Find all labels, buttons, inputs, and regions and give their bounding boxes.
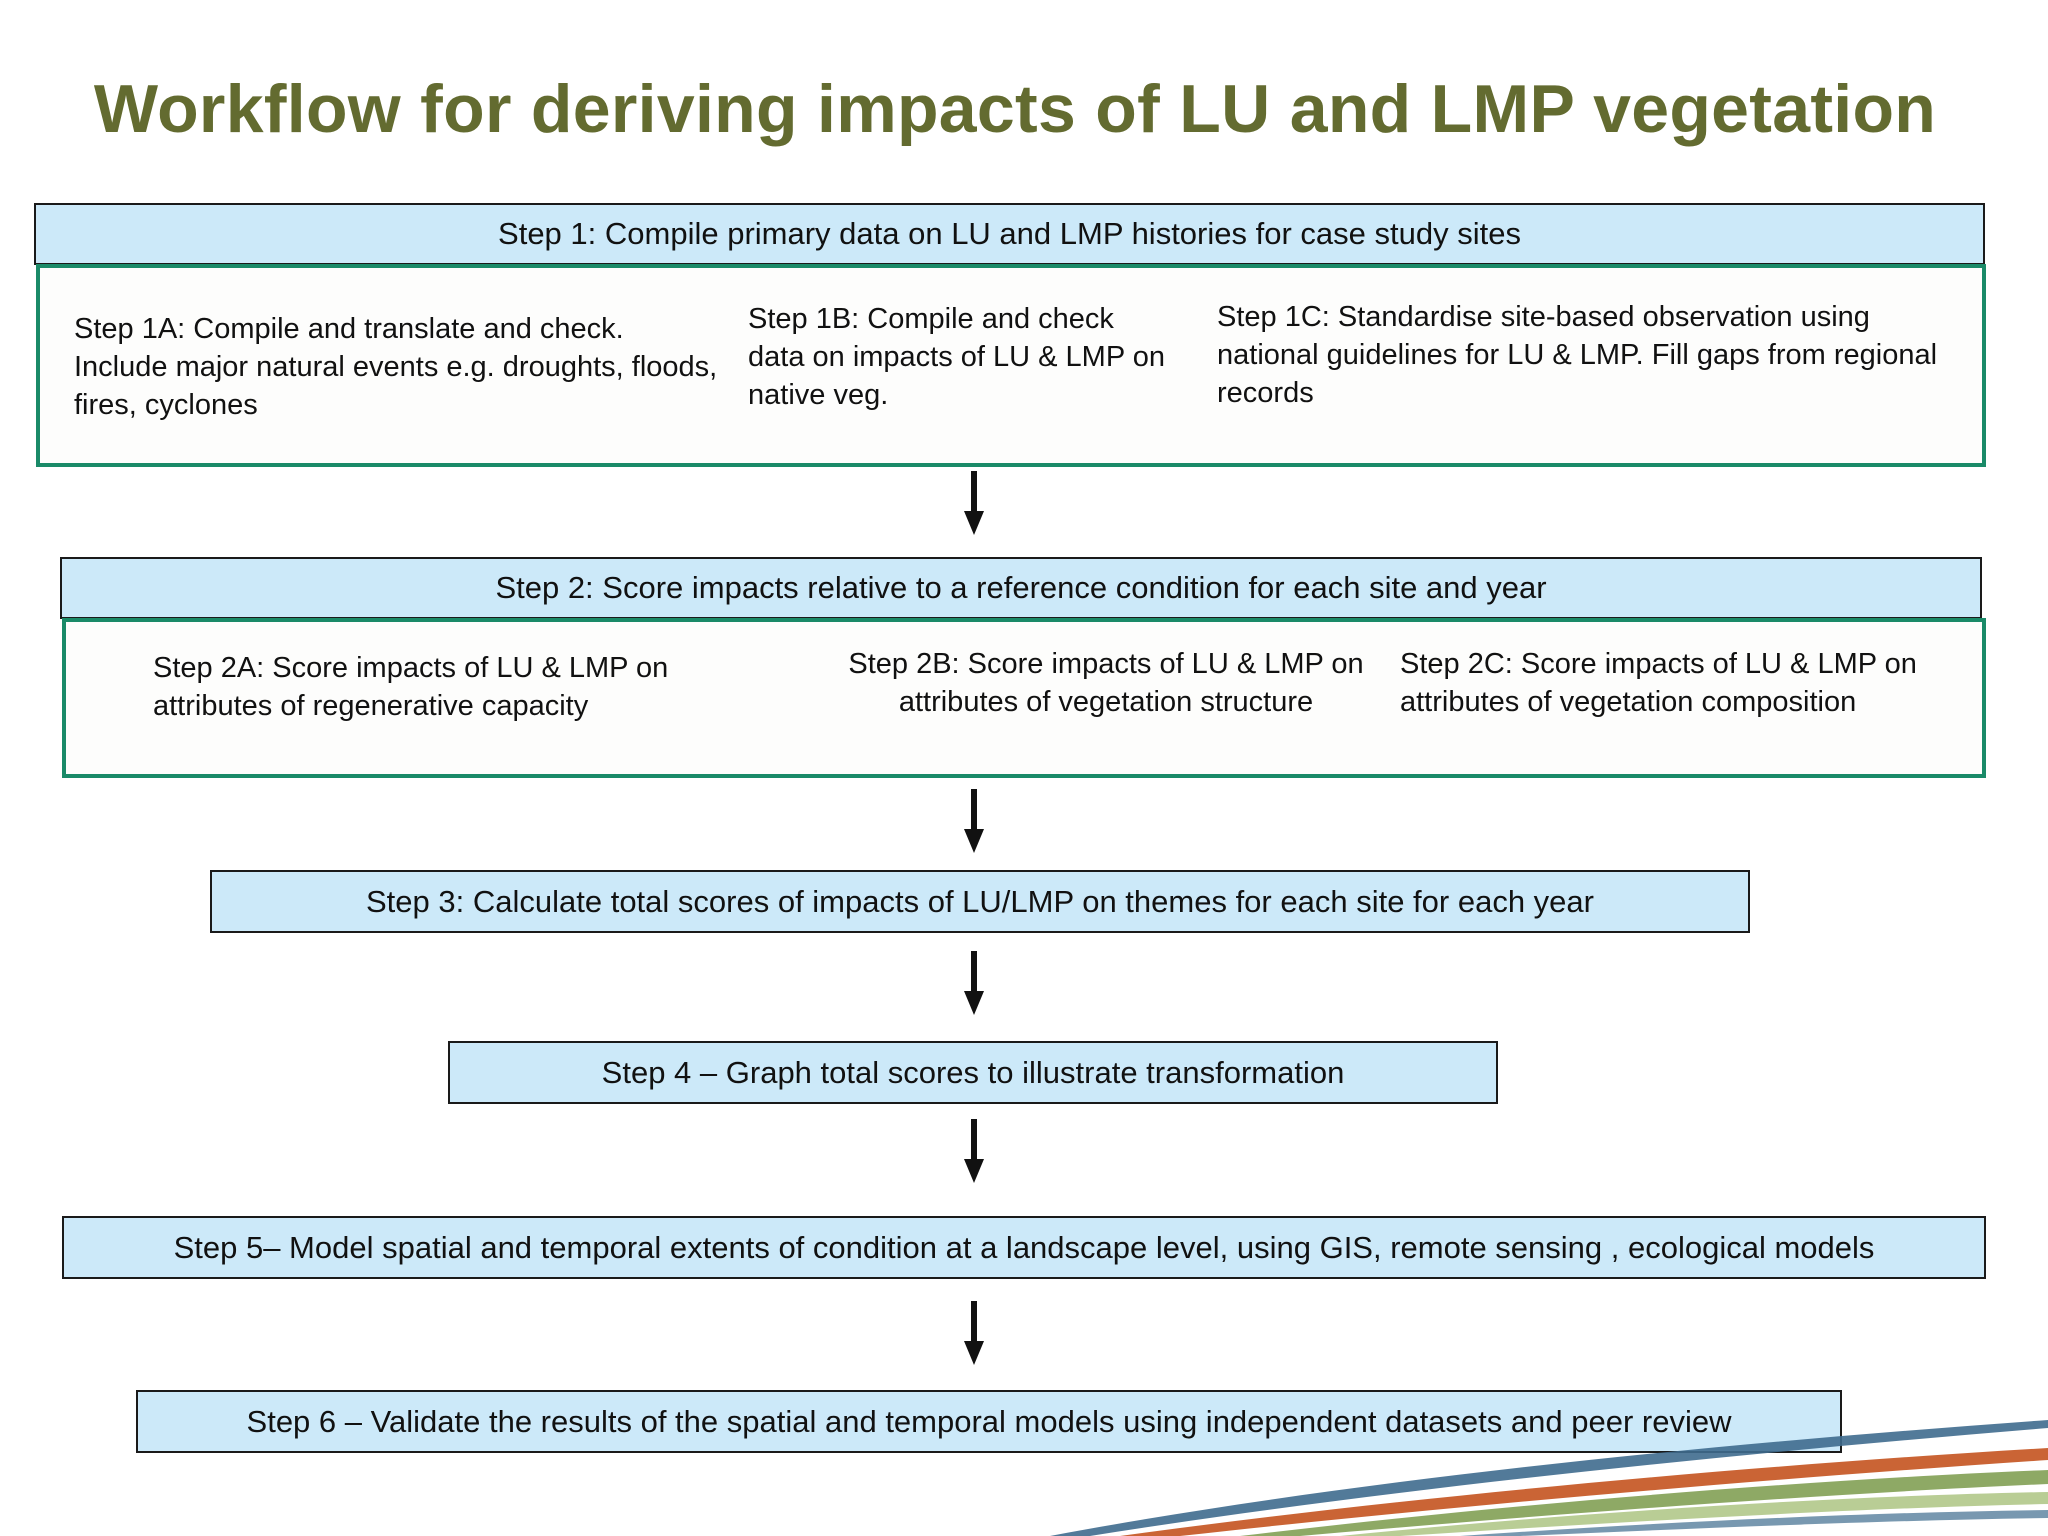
step-3-label: Step 3: Calculate total scores of impact… <box>366 883 1594 919</box>
step-6-label: Step 6 – Validate the results of the spa… <box>246 1403 1732 1439</box>
step-1-header: Step 1: Compile primary data on LU and L… <box>34 203 1985 265</box>
step-1-substeps-box: Step 1A: Compile and translate and check… <box>36 264 1986 467</box>
step-1c-text: Step 1C: Standardise site-based observat… <box>1217 301 1938 409</box>
step-1-header-label: Step 1: Compile primary data on LU and L… <box>498 216 1521 251</box>
step-5-box: Step 5– Model spatial and temporal exten… <box>62 1216 1986 1279</box>
step-4-box: Step 4 – Graph total scores to illustrat… <box>448 1041 1498 1104</box>
arrow-down-icon <box>964 951 984 1015</box>
step-2-header: Step 2: Score impacts relative to a refe… <box>60 557 1982 619</box>
step-1b-text: Step 1B: Compile and check data on impac… <box>748 303 1165 411</box>
step-3-box: Step 3: Calculate total scores of impact… <box>210 870 1750 933</box>
arrow-down-icon <box>964 1301 984 1365</box>
step-2-header-label: Step 2: Score impacts relative to a refe… <box>495 570 1547 605</box>
step-5-label: Step 5– Model spatial and temporal exten… <box>173 1229 1875 1265</box>
step-2b-text: Step 2B: Score impacts of LU & LMP on at… <box>848 648 1364 718</box>
step-6-box: Step 6 – Validate the results of the spa… <box>136 1390 1842 1453</box>
step-1a-text: Step 1A: Compile and translate and check… <box>74 313 718 421</box>
slide-title: Workflow for deriving impacts of LU and … <box>93 71 1937 147</box>
arrow-down-icon <box>964 789 984 853</box>
step-2-substeps-box: Step 2A: Score impacts of LU & LMP on at… <box>62 618 1986 778</box>
arrow-down-icon <box>964 471 984 535</box>
step-2c-text: Step 2C: Score impacts of LU & LMP on at… <box>1400 648 1917 718</box>
step-2a-text: Step 2A: Score impacts of LU & LMP on at… <box>153 652 669 722</box>
step-4-label: Step 4 – Graph total scores to illustrat… <box>601 1054 1345 1090</box>
arrow-down-icon <box>964 1119 984 1183</box>
